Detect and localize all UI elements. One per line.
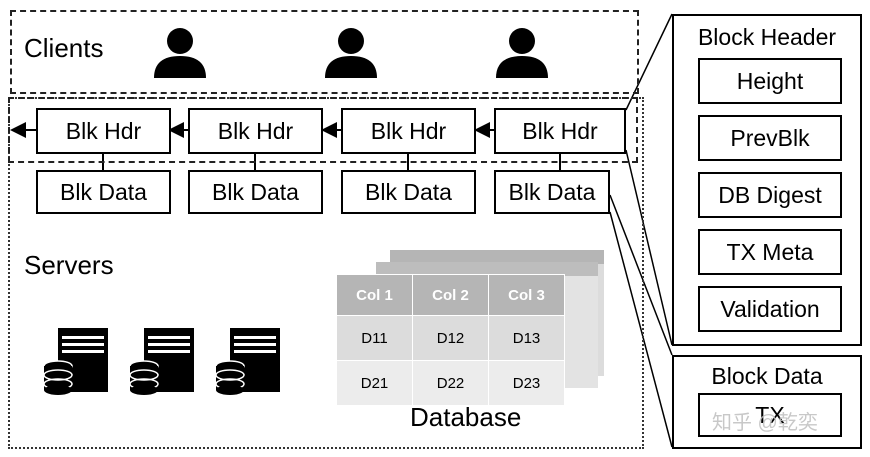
block-data: Blk Data [341,170,476,214]
block-data-panel: Block Data TX [672,355,862,449]
table-header-cell: Col 1 [336,274,413,316]
table-row: D21 D22 D23 [336,360,565,406]
field-height: Height [698,58,842,104]
zoom-line [609,194,673,356]
field-db-digest: DB Digest [698,172,842,218]
clients-region [10,10,639,94]
block-header: Blk Hdr [188,108,323,154]
zoom-line [625,13,673,111]
chain-band [8,97,638,163]
block-data: Blk Data [494,170,610,214]
table-cell: D22 [412,360,489,406]
table-cell: D21 [336,360,413,406]
block-data: Blk Data [36,170,171,214]
field-validation: Validation [698,286,842,332]
table-header-cell: Col 2 [412,274,489,316]
table-cell: D13 [488,315,565,361]
table-cell: D23 [488,360,565,406]
database-stack: Col 1 Col 2 Col 3 D11 D12 D13 D21 D22 D2… [336,250,606,406]
servers-label: Servers [24,250,114,280]
database-table: Col 1 Col 2 Col 3 D11 D12 D13 D21 D22 D2… [336,274,565,406]
block-header-title: Block Header [697,24,837,50]
field-tx: TX [698,393,842,437]
clients-label: Clients [24,33,104,63]
table-cell: D12 [412,315,489,361]
table-cell: D11 [336,315,413,361]
database-label: Database [410,402,522,432]
field-tx-meta: TX Meta [698,229,842,275]
block-header: Blk Hdr [36,108,171,154]
block-header: Blk Hdr [341,108,476,154]
table-header-cell: Col 3 [488,274,565,316]
block-data-title: Block Data [711,363,823,389]
field-prevblk: PrevBlk [698,115,842,161]
table-header-row: Col 1 Col 2 Col 3 [336,274,565,316]
zoom-line [625,149,673,346]
watermark: 知乎 @乾奕 [712,412,818,434]
table-row: D11 D12 D13 [336,315,565,361]
zoom-line [609,211,673,448]
block-header: Blk Hdr [494,108,626,154]
block-header-panel: Block Header Height PrevBlk DB Digest TX… [672,14,862,346]
block-data: Blk Data [188,170,323,214]
